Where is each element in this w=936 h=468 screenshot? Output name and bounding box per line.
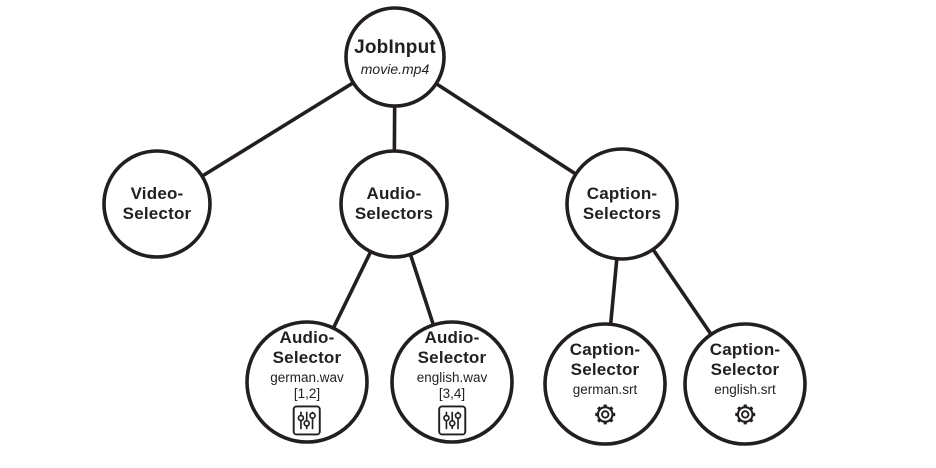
node-circle-video-selector [102, 149, 212, 259]
node-circle-caption-selector-english [683, 322, 807, 446]
node-circle-caption-selector-german [543, 322, 667, 446]
node-circle-caption-selectors [565, 147, 679, 261]
node-circle-group [102, 6, 807, 446]
node-circle-audio-selectors [339, 149, 449, 259]
node-circle-audio-selector-english [390, 320, 514, 444]
node-circle-job-input [344, 6, 446, 108]
node-circle-audio-selector-german [245, 320, 369, 444]
